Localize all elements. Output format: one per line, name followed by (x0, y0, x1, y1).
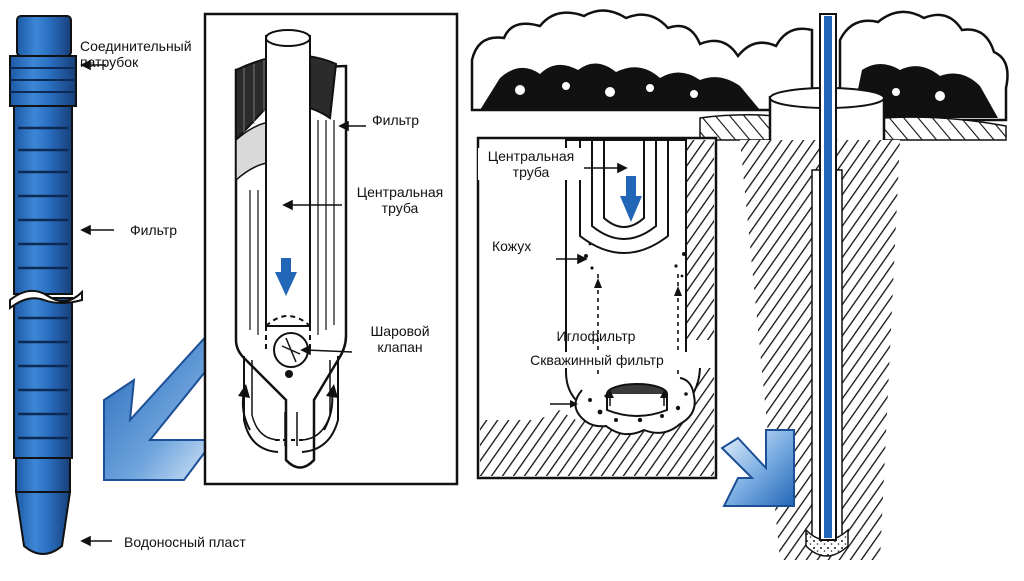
bushes (470, 9, 1009, 122)
aquifer-label: Водоносный пласт (124, 534, 246, 550)
well-detail-panel (476, 136, 718, 480)
connector-pipe-label: Соединительный патрубок (80, 38, 192, 70)
detail-zoom-arrow-left (103, 330, 228, 481)
casing-label: Кожух (492, 238, 532, 254)
left-filter-label: Фильтр (130, 222, 178, 238)
well-filter-label: Скважинный фильтр (480, 352, 714, 368)
detail-label-pointers (282, 120, 366, 356)
detail-central-pipe-label: Центральная труба (356, 184, 444, 216)
left-label-pointers (80, 59, 114, 547)
well-label-pointers (552, 162, 628, 265)
needle-filter-label: Иглофильтр (556, 328, 636, 344)
ball-valve-label: Шаровой клапан (370, 323, 430, 355)
detail-filter-label: Фильтр (372, 112, 420, 128)
well-zoom-arrow-right (720, 429, 795, 507)
right-central-pipe (819, 13, 837, 541)
filter-cutaway (234, 29, 348, 469)
well-central-pipe-label: Центральная труба (478, 148, 584, 180)
left-wellpoint-pipe (9, 15, 83, 555)
